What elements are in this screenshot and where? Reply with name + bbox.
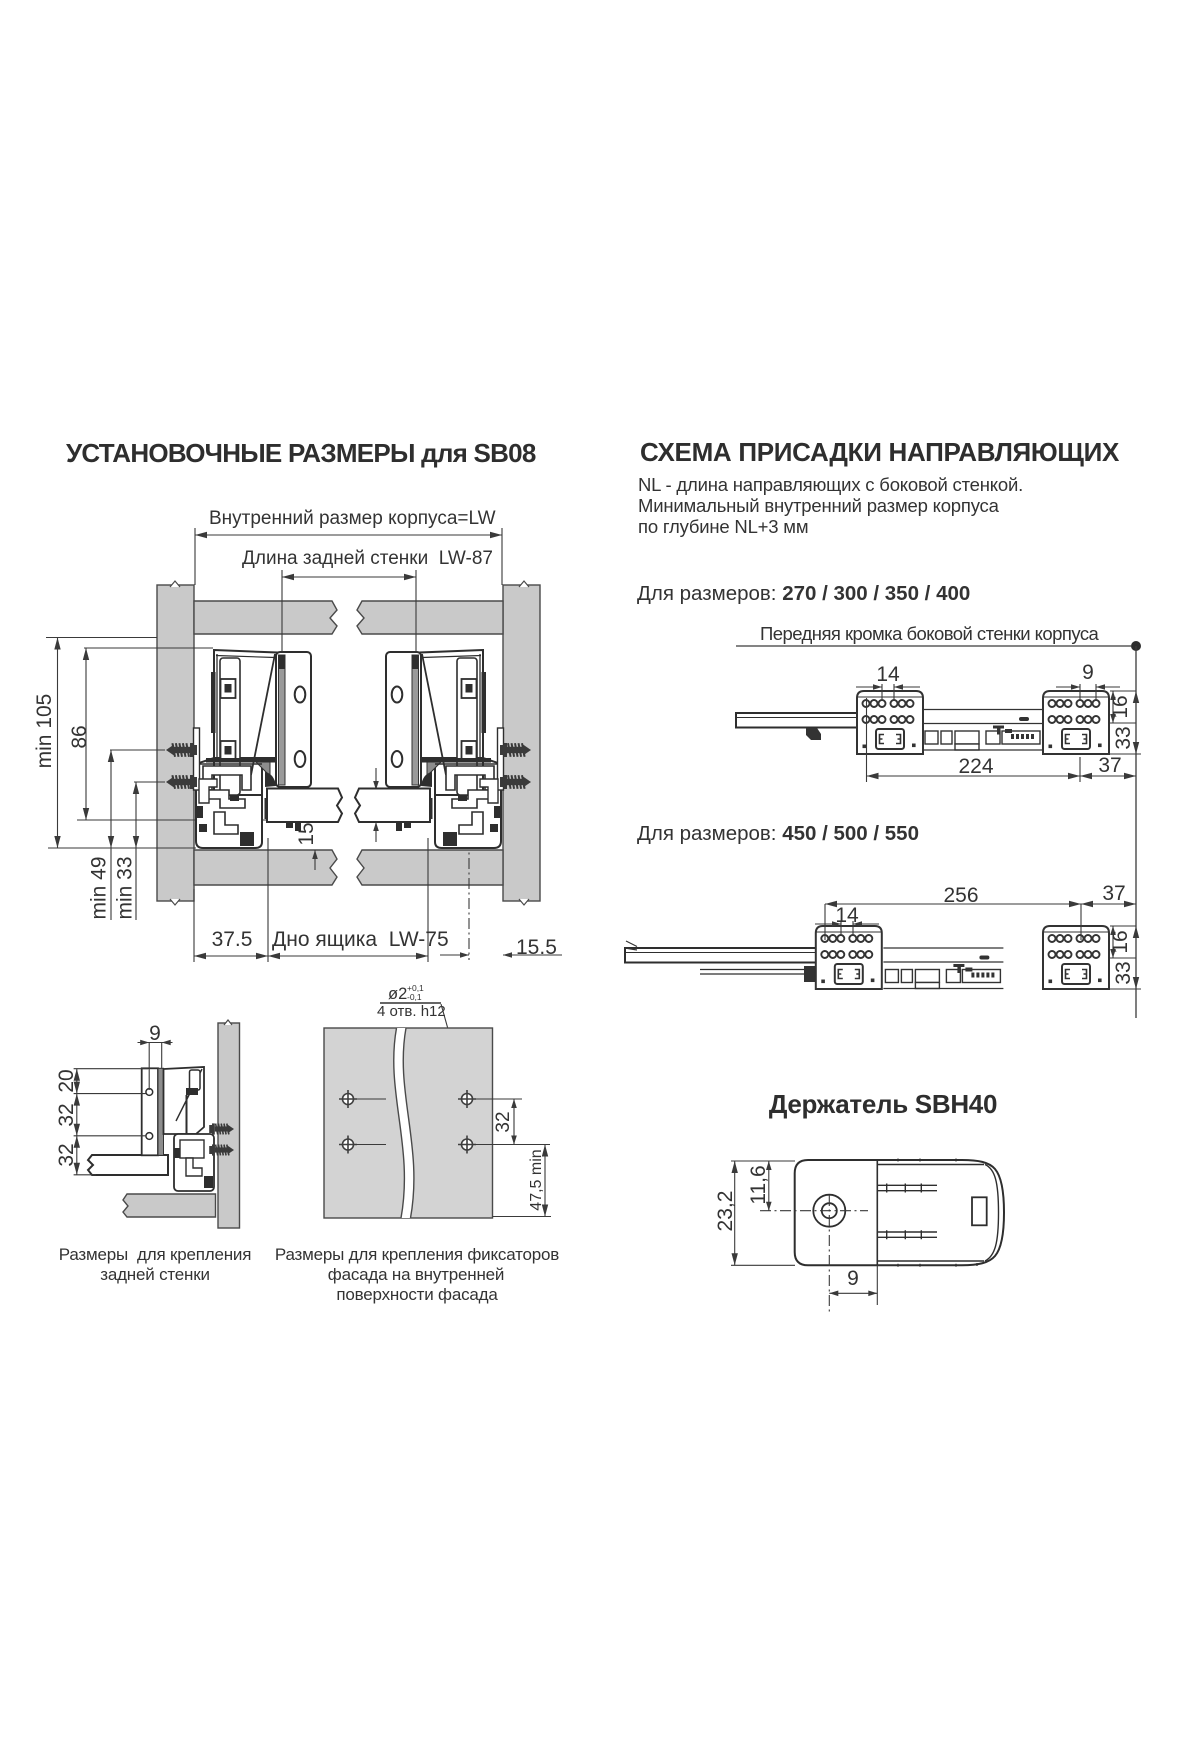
svg-text:Длина задней стенки LW-87: Длина задней стенки LW-87: [242, 548, 493, 569]
svg-text:23,2: 23,2: [714, 1191, 737, 1232]
svg-text:11,6: 11,6: [747, 1165, 770, 1204]
svg-text:min 49: min 49: [88, 856, 111, 919]
svg-text:47,5 min: 47,5 min: [528, 1149, 545, 1210]
svg-text:задней стенки: задней стенки: [100, 1265, 210, 1284]
svg-text:33: 33: [1112, 726, 1135, 749]
svg-text:4 отв. h12: 4 отв. h12: [377, 1003, 446, 1020]
svg-text:Для размеров: 450 / 500 / 550: Для размеров: 450 / 500 / 550: [637, 822, 919, 845]
svg-text:NL - длина направляющих с боко: NL - длина направляющих с боковой стенко…: [638, 474, 1023, 495]
svg-text:37.5: 37.5: [212, 928, 253, 951]
svg-text:ø2: ø2: [388, 985, 407, 1003]
svg-text:32: 32: [55, 1143, 78, 1166]
svg-text:Передняя кромка боковой стенки: Передняя кромка боковой стенки корпуса: [760, 623, 1100, 644]
svg-text:9: 9: [1082, 661, 1094, 684]
svg-text:Минимальный внутренний размер: Минимальный внутренний размер корпуса: [638, 495, 1000, 516]
svg-text:20: 20: [55, 1069, 78, 1092]
svg-text:15.5: 15.5: [516, 936, 557, 959]
svg-text:37: 37: [1102, 882, 1125, 905]
svg-text:86: 86: [68, 725, 91, 748]
svg-text:+0,1: +0,1: [407, 983, 424, 993]
svg-text:-0,1: -0,1: [407, 992, 422, 1002]
svg-text:поверхности фасада: поверхности фасада: [336, 1285, 498, 1304]
svg-text:14: 14: [835, 904, 859, 927]
svg-text:16: 16: [1109, 930, 1132, 953]
svg-text:9: 9: [847, 1267, 859, 1290]
svg-text:min 33: min 33: [114, 856, 137, 919]
svg-text:min 105: min 105: [33, 694, 56, 769]
svg-text:Размеры для крепления: Размеры для крепления: [59, 1245, 251, 1264]
svg-text:УСТАНОВОЧНЫЕ РАЗМЕРЫ для SB08: УСТАНОВОЧНЫЕ РАЗМЕРЫ для SB08: [66, 438, 536, 468]
svg-text:по глубине NL+3 мм: по глубине NL+3 мм: [638, 516, 808, 537]
svg-text:32: 32: [493, 1111, 514, 1132]
svg-text:32: 32: [55, 1103, 78, 1126]
svg-text:Размеры для крепления фиксатор: Размеры для крепления фиксаторов: [275, 1245, 559, 1264]
svg-text:Дно ящика LW-75: Дно ящика LW-75: [272, 928, 449, 951]
svg-text:Для размеров: 270 / 300 / 350: Для размеров: 270 / 300 / 350 / 400: [637, 582, 970, 605]
svg-text:16: 16: [1109, 695, 1132, 718]
svg-text:Держатель SBH40: Держатель SBH40: [769, 1089, 997, 1119]
svg-text:Внутренний размер корпуса=LW: Внутренний размер корпуса=LW: [209, 508, 496, 529]
svg-text:СХЕМА ПРИСАДКИ НАПРАВЛЯЮЩИХ: СХЕМА ПРИСАДКИ НАПРАВЛЯЮЩИХ: [640, 437, 1120, 467]
svg-text:фасада на внутренней: фасада на внутренней: [328, 1265, 504, 1284]
svg-text:14: 14: [876, 663, 900, 686]
svg-text:256: 256: [943, 884, 978, 907]
svg-text:224: 224: [958, 755, 993, 778]
svg-text:9: 9: [149, 1022, 161, 1045]
svg-text:37: 37: [1098, 754, 1121, 777]
svg-text:33: 33: [1112, 961, 1135, 984]
